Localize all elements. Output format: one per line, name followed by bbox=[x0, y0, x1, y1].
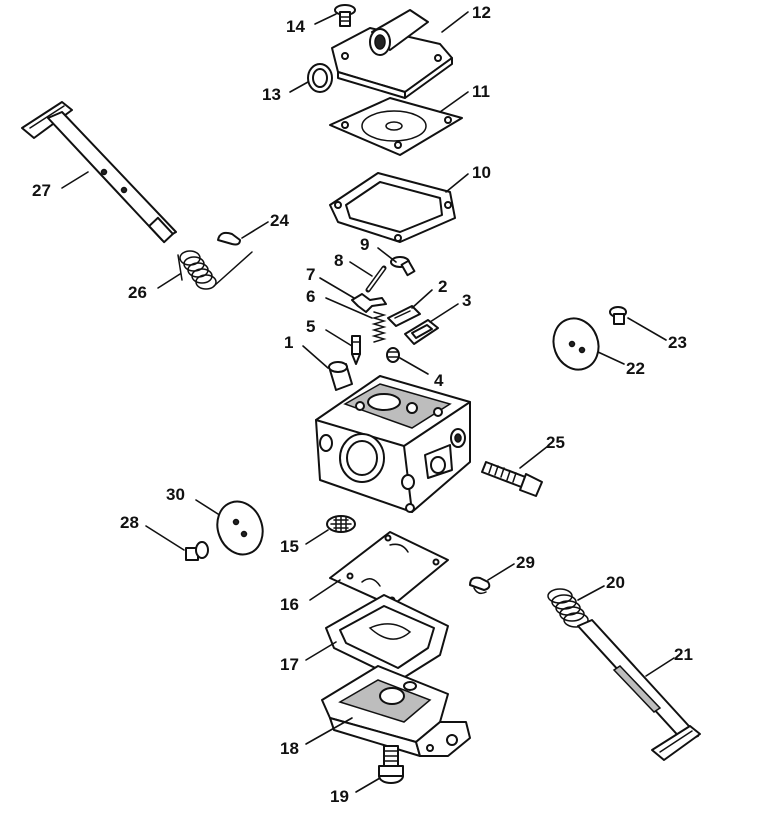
leader-9 bbox=[377, 247, 397, 263]
part-18-pump-cover bbox=[321, 665, 471, 757]
callout-2: 2 bbox=[438, 277, 447, 296]
callout-3: 3 bbox=[462, 291, 471, 310]
leader-18 bbox=[305, 717, 353, 745]
callout-4: 4 bbox=[434, 371, 444, 390]
callout-24: 24 bbox=[270, 211, 289, 230]
callout-5: 5 bbox=[306, 317, 315, 336]
leader-19 bbox=[355, 777, 381, 793]
part-28-screw bbox=[185, 541, 209, 561]
leader-28 bbox=[145, 525, 185, 551]
part-4-plug bbox=[386, 347, 400, 363]
part-20-spring bbox=[547, 588, 589, 628]
callout-15: 15 bbox=[280, 537, 299, 556]
part-7-lever bbox=[351, 293, 387, 313]
leader-4 bbox=[399, 357, 429, 375]
part-6-spring bbox=[371, 311, 387, 343]
callout-1: 1 bbox=[284, 333, 293, 352]
part-16-pump-diaphragm bbox=[329, 531, 449, 607]
leader-1 bbox=[302, 345, 329, 369]
part-12-cover bbox=[331, 9, 453, 99]
callout-12: 12 bbox=[472, 3, 491, 22]
part-17-gasket bbox=[325, 594, 449, 681]
callout-28: 28 bbox=[120, 513, 139, 532]
part-8-pin bbox=[365, 265, 387, 293]
leader-17 bbox=[305, 641, 337, 661]
part-13-o-ring bbox=[307, 63, 333, 93]
callout-14: 14 bbox=[286, 17, 305, 36]
part-1-plug bbox=[328, 361, 353, 391]
part-27-choke-shaft bbox=[21, 101, 177, 244]
callout-10: 10 bbox=[472, 163, 491, 182]
leader-16 bbox=[309, 579, 341, 601]
part-23-screw bbox=[609, 306, 627, 325]
leader-10 bbox=[445, 173, 469, 193]
part-30-disc bbox=[216, 500, 264, 556]
leader-30 bbox=[195, 499, 219, 515]
leader-15 bbox=[305, 529, 329, 545]
callout-27: 27 bbox=[32, 181, 51, 200]
callout-7: 7 bbox=[306, 265, 315, 284]
callout-29: 29 bbox=[516, 553, 535, 572]
part-5-needle bbox=[351, 335, 361, 365]
leader-lines bbox=[61, 11, 675, 793]
leader-20 bbox=[577, 585, 605, 601]
callout-19: 19 bbox=[330, 787, 349, 806]
leader-3 bbox=[429, 303, 459, 323]
part-11-diaphragm bbox=[329, 97, 463, 156]
part-14-screw bbox=[334, 4, 356, 27]
leader-25 bbox=[519, 445, 549, 469]
callout-26: 26 bbox=[128, 283, 147, 302]
part-3-frame bbox=[404, 319, 439, 345]
part-25-adjusting-screw bbox=[481, 461, 543, 497]
leader-7 bbox=[319, 277, 355, 299]
callout-17: 17 bbox=[280, 655, 299, 674]
callout-labels: 1 2 3 4 5 6 7 8 9 10 11 12 13 14 15 16 1… bbox=[32, 3, 693, 806]
leader-27 bbox=[61, 171, 89, 189]
leader-2 bbox=[411, 289, 433, 309]
leader-26 bbox=[157, 273, 181, 289]
leader-29 bbox=[487, 563, 515, 581]
leader-8 bbox=[349, 261, 373, 277]
leader-14 bbox=[314, 13, 337, 25]
callout-22: 22 bbox=[626, 359, 645, 378]
callout-9: 9 bbox=[360, 235, 369, 254]
part-2-seal bbox=[387, 305, 421, 327]
callout-16: 16 bbox=[280, 595, 299, 614]
part-24-clip bbox=[217, 231, 241, 246]
part-9-screw bbox=[390, 256, 416, 277]
leader-12 bbox=[441, 11, 469, 33]
leader-11 bbox=[439, 91, 469, 113]
callout-13: 13 bbox=[262, 85, 281, 104]
callout-25: 25 bbox=[546, 433, 565, 452]
leader-13 bbox=[289, 81, 309, 93]
leader-5 bbox=[325, 329, 353, 347]
part-22-disc bbox=[552, 317, 600, 371]
callout-18: 18 bbox=[280, 739, 299, 758]
carburetor-body bbox=[315, 375, 471, 513]
leader-21 bbox=[645, 657, 675, 677]
callout-23: 23 bbox=[668, 333, 687, 352]
leader-6 bbox=[325, 297, 373, 319]
part-15-strainer bbox=[326, 515, 356, 533]
part-19-screw bbox=[378, 745, 404, 784]
callout-6: 6 bbox=[306, 287, 315, 306]
callout-21: 21 bbox=[674, 645, 693, 664]
callout-20: 20 bbox=[606, 573, 625, 592]
leader-24 bbox=[241, 221, 269, 239]
callout-8: 8 bbox=[334, 251, 343, 270]
callout-11: 11 bbox=[472, 82, 490, 101]
leader-22 bbox=[597, 351, 625, 365]
callout-30: 30 bbox=[166, 485, 185, 504]
part-21-throttle-shaft bbox=[577, 619, 701, 761]
part-26-spring bbox=[177, 250, 253, 290]
part-10-gasket bbox=[329, 172, 456, 243]
leader-23 bbox=[627, 317, 667, 341]
part-29-clip bbox=[469, 576, 491, 595]
